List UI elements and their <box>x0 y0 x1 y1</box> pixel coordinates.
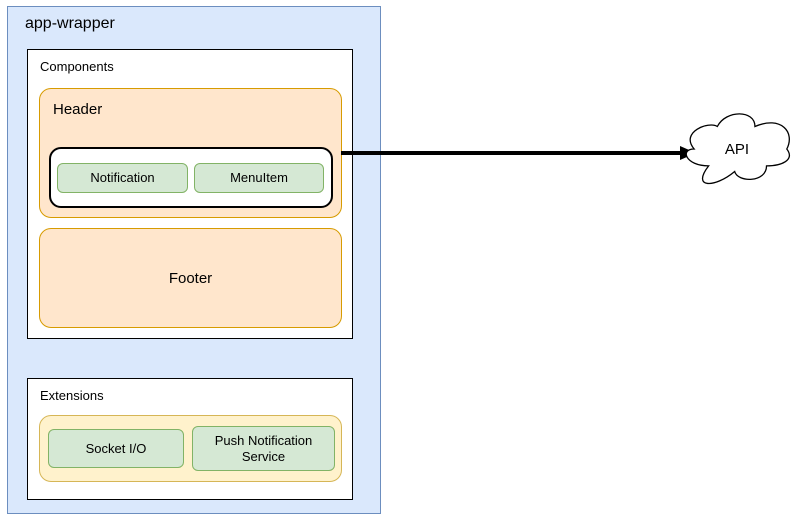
notification-box: Notification <box>57 163 188 193</box>
cloud-icon <box>682 113 792 185</box>
socket-io-label: Socket I/O <box>85 440 147 456</box>
components-label: Components <box>40 59 114 74</box>
menuitem-label: MenuItem <box>230 170 288 185</box>
api-cloud: API <box>682 113 792 185</box>
socket-io-box: Socket I/O <box>48 429 184 468</box>
menuitem-box: MenuItem <box>194 163 324 193</box>
footer-label: Footer <box>168 269 213 287</box>
header-label: Header <box>53 101 103 118</box>
app-wrapper-label: app-wrapper <box>25 15 115 32</box>
connector-arrow <box>341 146 696 160</box>
extensions-label: Extensions <box>40 388 104 403</box>
footer-box: Footer <box>39 228 342 328</box>
notification-label: Notification <box>90 170 155 185</box>
api-label: API <box>724 140 750 158</box>
push-notification-service-box: Push Notification Service <box>192 426 335 471</box>
push-notification-service-label: Push Notification Service <box>214 432 313 464</box>
